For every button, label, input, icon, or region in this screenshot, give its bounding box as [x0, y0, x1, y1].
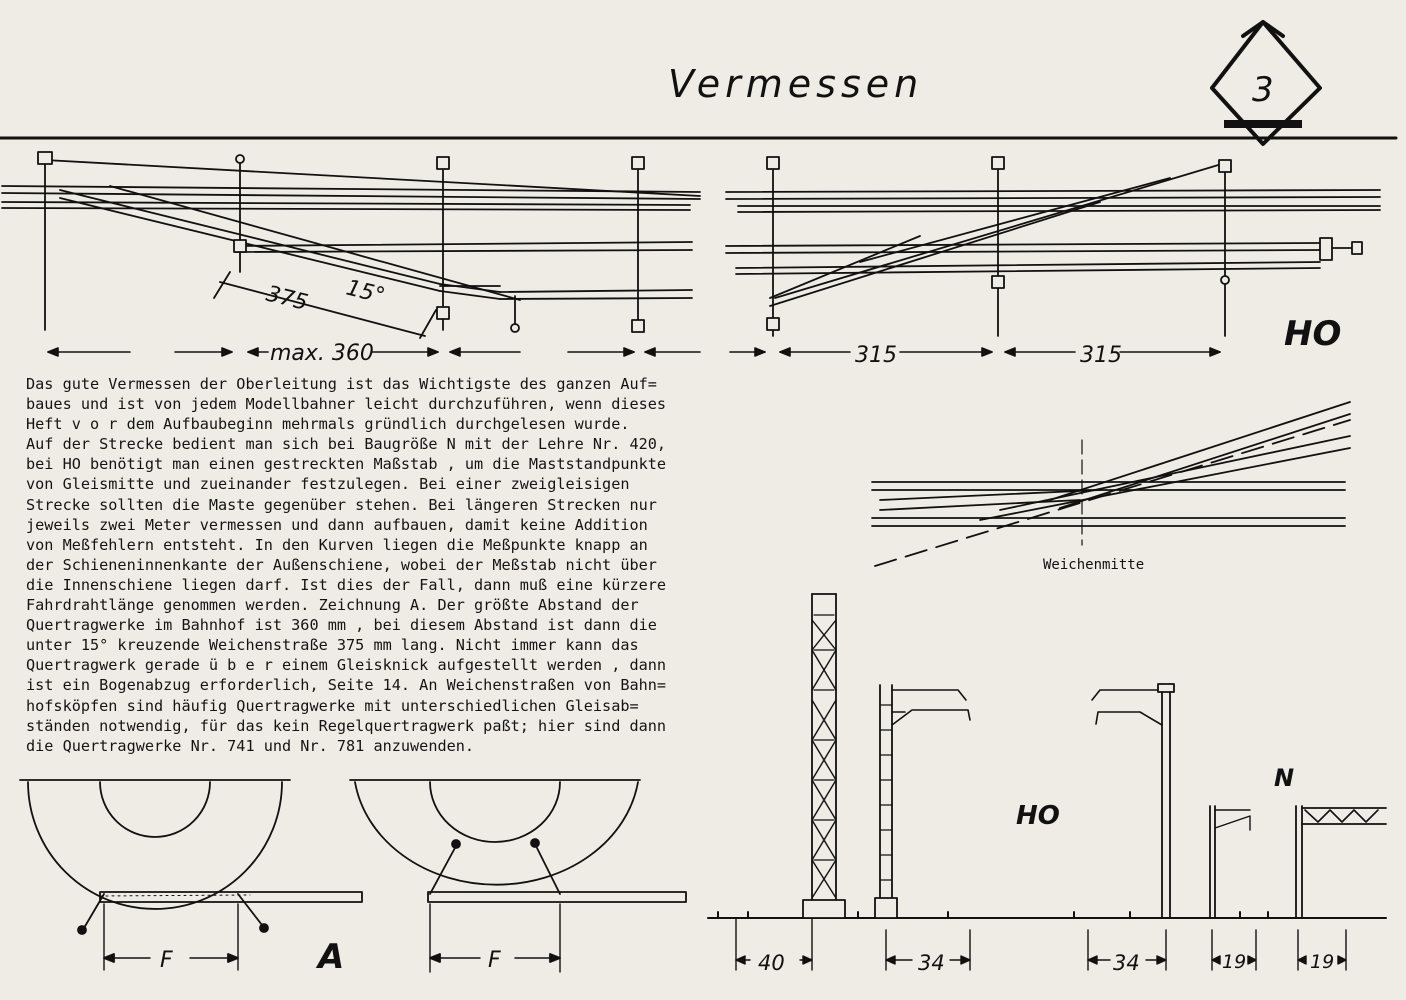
figure-label-a: A — [315, 937, 344, 977]
measuring-rule — [427, 891, 687, 903]
scale-label-ho-top: HO — [1284, 314, 1341, 354]
dimension-label-315-a: 315 — [855, 343, 897, 368]
curve-label-f-right: F — [488, 948, 501, 973]
measuring-rule — [99, 891, 363, 903]
body-line: von Meßfehlern entsteht. In den Kurven l… — [26, 535, 648, 554]
mast-dim-40: 40 — [758, 951, 785, 975]
concrete-mast — [874, 684, 971, 919]
body-line: ist ein Bogenabzug erforderlich, Seite 1… — [26, 676, 667, 695]
body-line: jeweils zwei Meter vermessen und dann au… — [26, 515, 648, 534]
angle-label: 15° — [344, 276, 388, 310]
badge-diamond — [1210, 20, 1322, 146]
body-line: ständen notwendig, für das kein Regelque… — [26, 716, 667, 735]
diagonal-dimension-label: 375 — [264, 282, 311, 316]
mast-dim-19-b: 19 — [1310, 951, 1334, 973]
body-text: Das gute Vermessen der Oberleitung ist d… — [26, 374, 796, 756]
scale-label-n-masts: N — [1274, 764, 1294, 792]
body-line: bei HO benötigt man einen gestreckten Ma… — [26, 455, 667, 474]
curve-diagram-left: F A — [19, 779, 363, 977]
body-line: Quertragwerk gerade ü b e r einem Gleisk… — [26, 656, 667, 675]
steel-mast — [1091, 683, 1175, 919]
dimension-label-315-b: 315 — [1080, 343, 1122, 368]
mast-marker — [766, 156, 780, 170]
mast-marker — [436, 306, 450, 320]
mast-elevations — [707, 593, 1387, 919]
turnout-center-label: Weichenmitte — [1043, 557, 1144, 573]
mast-marker — [1218, 159, 1232, 173]
n-scale-mast-portal — [1295, 805, 1387, 919]
mast-marker — [766, 317, 780, 331]
buffer-stop — [1319, 237, 1333, 261]
body-line: die Quertragwerke Nr. 741 und Nr. 781 an… — [26, 736, 475, 755]
body-line: Quertragwerke im Bahnhof ist 360 mm , be… — [26, 616, 657, 635]
body-line: unter 15° kreuzende Weichenstraße 375 mm… — [26, 636, 639, 655]
body-line: Auf der Strecke bedient man sich bei Bau… — [26, 435, 667, 454]
page-title: Vermessen — [668, 62, 924, 106]
dimension-label-max-360: max. 360 — [270, 341, 374, 366]
mast-dim-34-b: 34 — [1113, 951, 1140, 975]
mast-marker — [631, 319, 645, 333]
body-line: Strecke sollten die Maste gegenüber steh… — [26, 495, 657, 514]
mast-dim-19-a: 19 — [1222, 951, 1246, 973]
body-line: baues und ist von jedem Modellbahner lei… — [26, 395, 667, 414]
badge-base — [1224, 120, 1302, 128]
page-number-badge: 3 — [1210, 20, 1322, 146]
dimension-line-top — [47, 347, 1221, 357]
mast-marker — [436, 156, 450, 170]
body-line: Das gute Vermessen der Oberleitung ist d… — [26, 375, 657, 393]
body-line: Fahrdrahtlänge genommen werden. Zeichnun… — [26, 596, 639, 615]
scale-label-ho-masts: HO — [1016, 801, 1060, 831]
turnout-diagram: Weichenmitte — [871, 401, 1351, 573]
n-scale-mast-single — [1209, 805, 1251, 919]
track-plan-right — [725, 156, 1381, 337]
body-line: Heft v o r dem Aufbaubeginn mehrmals grü… — [26, 415, 630, 434]
body-line: die Innenschiene liegen darf. Ist dies d… — [26, 575, 667, 594]
track-plan-left — [1, 151, 701, 339]
body-line: von Gleismitte und zueinander festzulege… — [26, 475, 630, 494]
mast-marker — [991, 156, 1005, 170]
mast-dimension-line — [735, 917, 1347, 971]
page-number: 3 — [1252, 70, 1274, 110]
mast-marker — [233, 239, 247, 253]
mast-marker — [37, 151, 53, 165]
body-line: hofsköpfen sind häufig Quertragwerke mit… — [26, 696, 639, 715]
mast-marker — [631, 156, 645, 170]
curve-label-f-left: F — [160, 948, 173, 973]
body-line: der Schieneninnenkante der Außenschiene,… — [26, 555, 657, 574]
lattice-mast — [802, 593, 846, 919]
curve-diagram-right: F — [349, 779, 687, 973]
mast-dim-34-a: 34 — [918, 951, 945, 975]
mast-marker — [991, 275, 1005, 289]
